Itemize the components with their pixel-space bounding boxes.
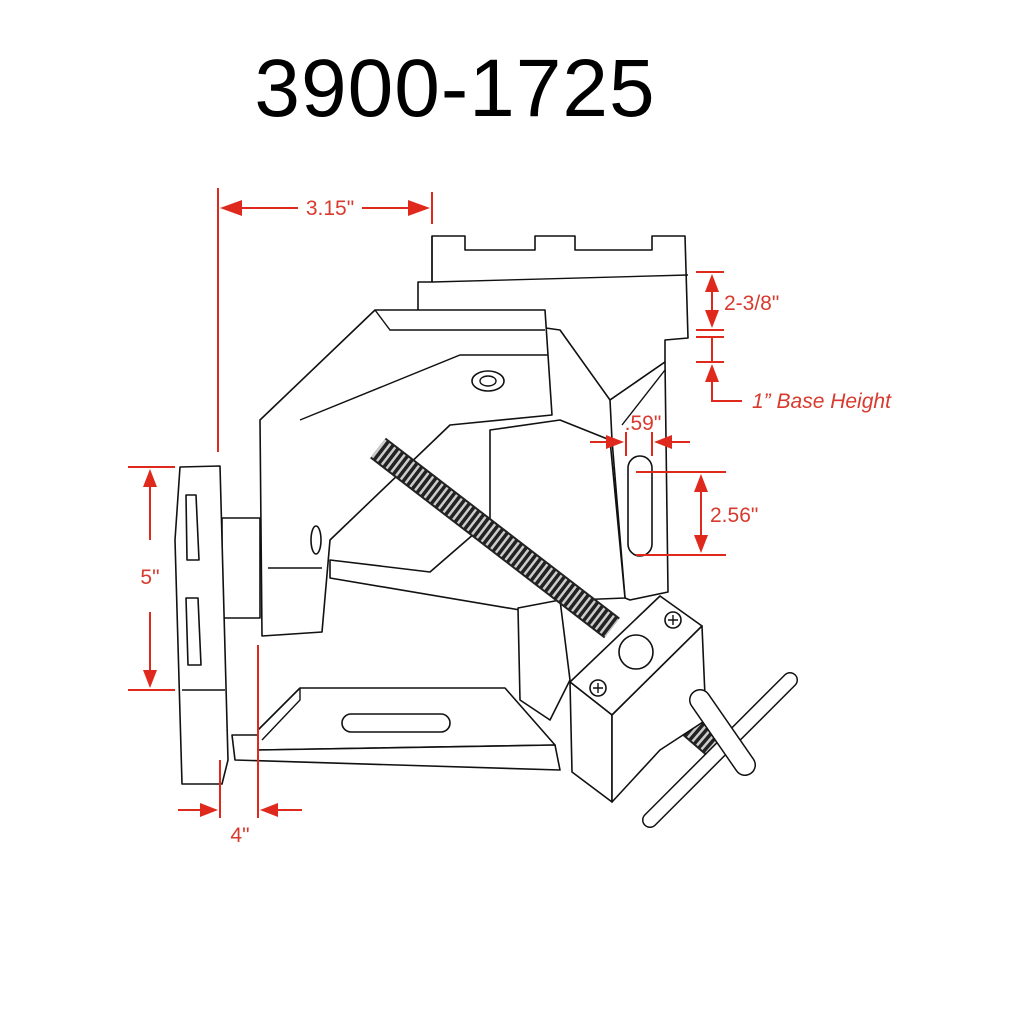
dimension-4: 4": [178, 645, 302, 847]
dimension-2-3-8: 2-3/8": [696, 271, 779, 331]
left-jaw: [174, 465, 261, 785]
dimension-slot-length: 2.56": [636, 471, 758, 556]
part-number-title: 3900-1725: [254, 43, 656, 134]
svg-text:4": 4": [230, 824, 249, 847]
svg-text:5": 5": [140, 566, 159, 589]
base-plate: [231, 687, 561, 771]
vise-body: [329, 419, 626, 721]
dimension-base-height: 1” Base Height: [696, 336, 892, 413]
jaw-hole: [471, 370, 505, 392]
dimension-slot-width: .59": [590, 412, 690, 456]
base-slot: [341, 713, 451, 733]
angled-jaw: [259, 309, 553, 637]
svg-text:2-3/8": 2-3/8": [724, 292, 779, 315]
svg-text:.59": .59": [625, 412, 662, 435]
dimension-3-15: 3.15": [217, 188, 433, 452]
t-handle: [642, 672, 798, 828]
svg-text:2.56": 2.56": [710, 504, 758, 527]
knob: [618, 634, 654, 670]
clamp-block: [569, 595, 707, 803]
svg-text:3.15": 3.15": [306, 197, 354, 220]
dimension-5: 5": [128, 466, 175, 691]
svg-text:1” Base Height: 1” Base Height: [752, 390, 892, 413]
